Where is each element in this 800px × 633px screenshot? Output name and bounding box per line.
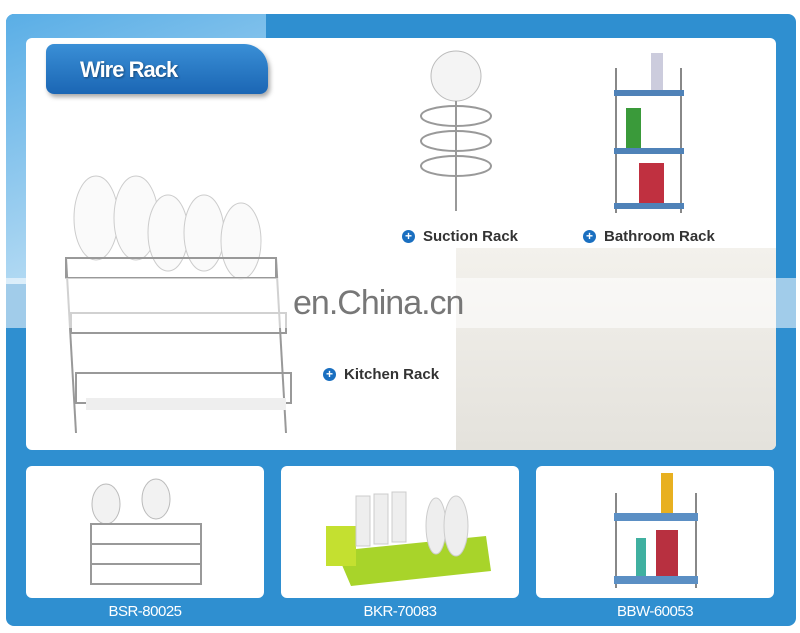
product-card-bsr-80025[interactable] (26, 466, 264, 598)
category-suction-rack[interactable]: + Suction Rack (402, 228, 518, 245)
plus-circle-icon: + (402, 230, 415, 243)
category-bathroom-rack[interactable]: + Bathroom Rack (583, 228, 715, 245)
product-card-bkr-70083[interactable] (281, 466, 519, 598)
product-code[interactable]: BBW-60053 (616, 603, 694, 620)
product-card-bbw-60053[interactable] (536, 466, 774, 598)
product-code[interactable]: BSR-80025 (108, 603, 182, 620)
category-label: Kitchen Rack (344, 366, 440, 383)
section-title: Wire Rack (80, 57, 178, 82)
product-code[interactable]: BKR-70083 (363, 603, 437, 620)
two-tier-shelf-image (614, 473, 698, 588)
wall-basket-image (90, 478, 202, 585)
category-label: Bathroom Rack (604, 228, 715, 245)
bathroom-rack-image[interactable] (611, 48, 686, 218)
plus-circle-icon: + (323, 368, 336, 381)
plus-circle-icon: + (583, 230, 596, 243)
section-title-tab: Wire Rack (46, 44, 268, 94)
green-dish-rack-image (326, 491, 491, 586)
watermark-band: en.China.cn (0, 278, 800, 328)
suction-rack-image[interactable] (411, 46, 501, 216)
dish-rack-image[interactable] (56, 173, 326, 438)
category-label: Suction Rack (423, 228, 519, 245)
category-kitchen-rack[interactable]: + Kitchen Rack (323, 366, 439, 383)
watermark-text: en.China.cn (293, 284, 464, 322)
